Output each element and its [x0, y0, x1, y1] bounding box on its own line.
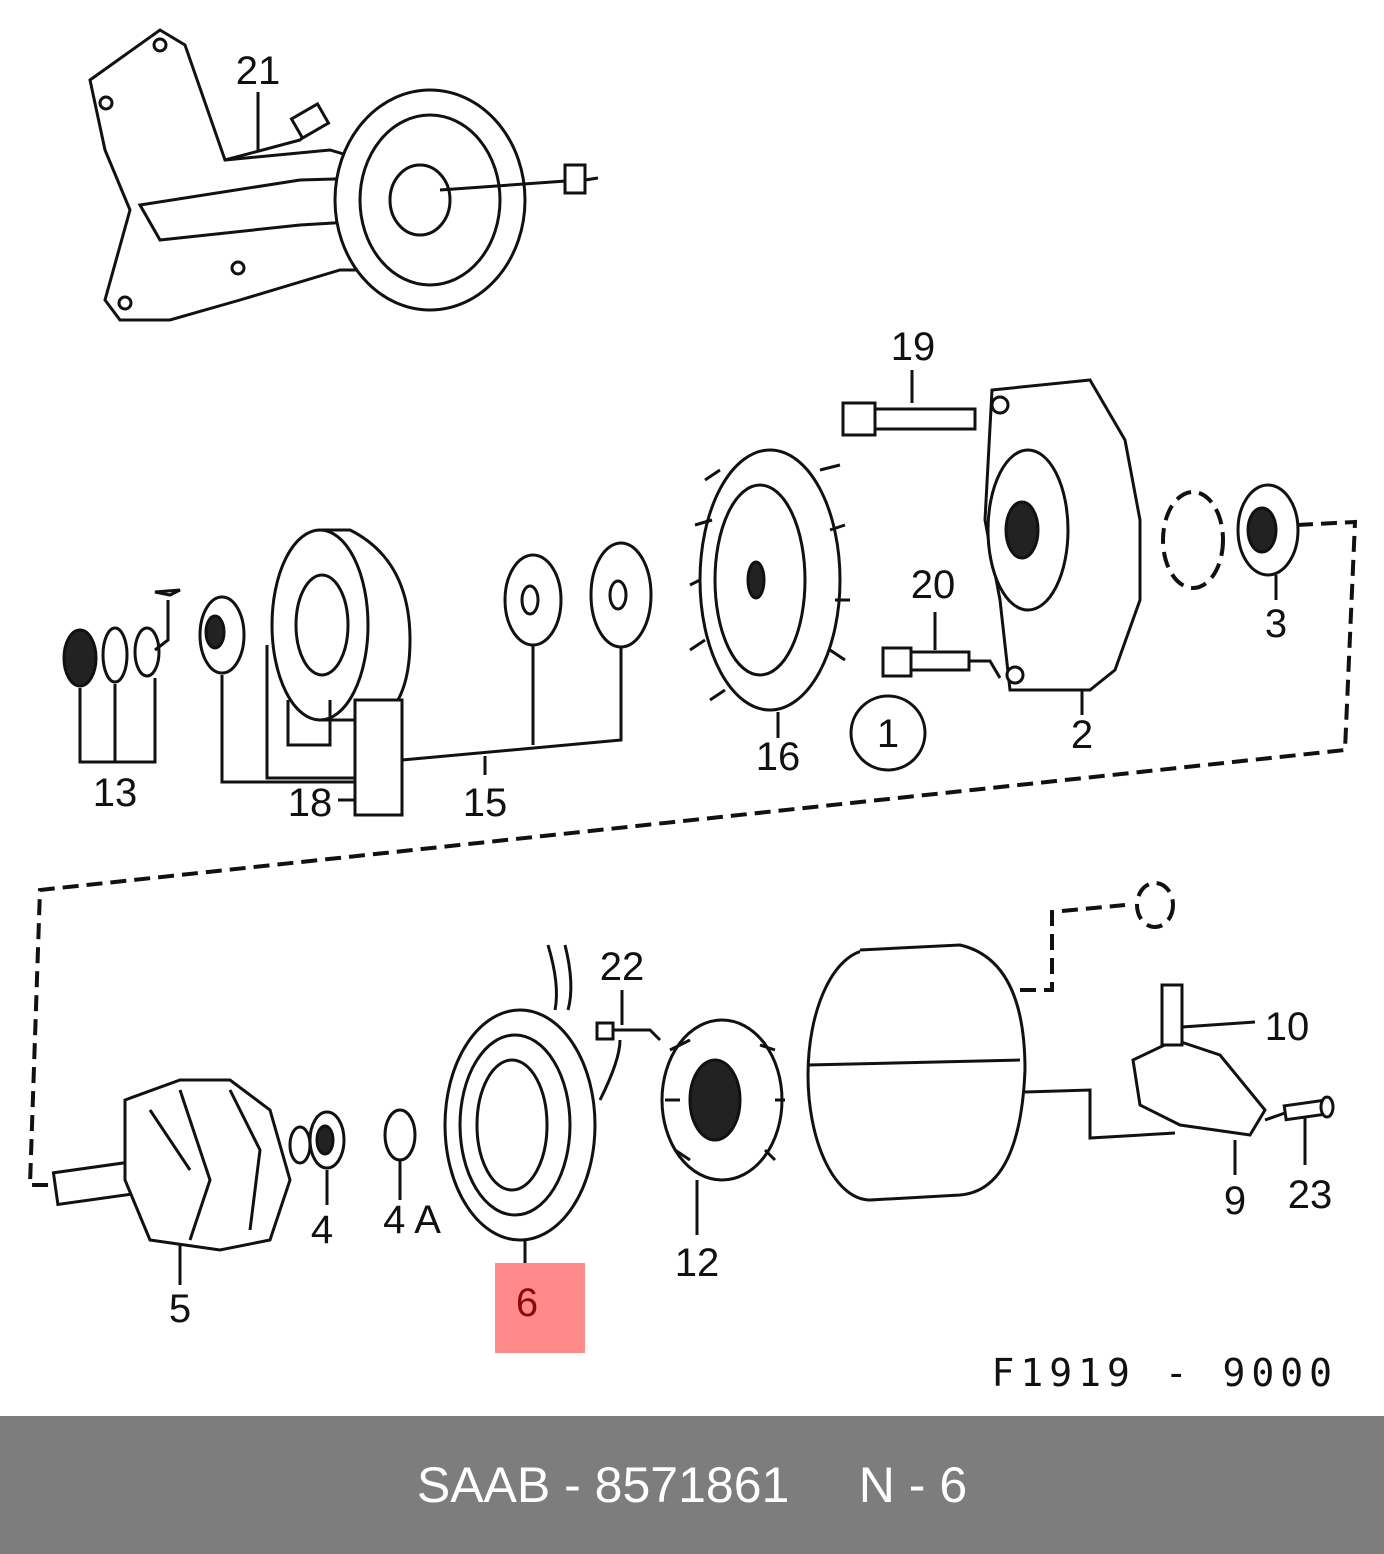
part-4-bearing [308, 1110, 346, 1205]
part-6-stator [443, 944, 622, 1265]
label-19: 19 [891, 325, 936, 369]
figure-reference: F1919 - 9000 [991, 1351, 1338, 1395]
label-15: 15 [463, 781, 508, 825]
label-10: 10 [1265, 1005, 1310, 1049]
label-4a: 4 A [383, 1198, 441, 1242]
part-13-nut-washers [62, 588, 181, 764]
label-1: 1 [877, 712, 899, 756]
label-2: 2 [1071, 713, 1093, 757]
label-23: 23 [1288, 1173, 1333, 1217]
label-4: 4 [311, 1208, 333, 1252]
label-9: 9 [1224, 1179, 1246, 1223]
part-18-pulley-belt [198, 528, 412, 817]
label-16: 16 [756, 735, 801, 779]
label-5: 5 [169, 1287, 191, 1331]
label-21: 21 [236, 49, 281, 93]
part-19-bolt [841, 370, 977, 437]
part-12-rectifier [660, 1018, 785, 1235]
part-20-bolt [881, 612, 1002, 679]
label-12: 12 [675, 1241, 720, 1285]
label-3: 3 [1265, 602, 1287, 646]
part-16-fan [689, 448, 850, 738]
part-9-regulator [1131, 983, 1267, 1175]
part-22-screw [595, 990, 662, 1042]
label-6-highlighted: 6 [516, 1281, 538, 1325]
label-20: 20 [911, 563, 956, 607]
exploded-parts-diagram: 21 19 20 13 18 15 16 1 2 3 22 10 23 9 12… [27, 28, 1358, 1395]
part-23-screw [1264, 1095, 1335, 1165]
part-21-bracket [88, 28, 599, 322]
label-22: 22 [600, 945, 645, 989]
dashed-assembly-line [27, 519, 1358, 1187]
footer-bar: SAAB - 8571861 N - 6 [0, 1416, 1384, 1554]
footer-part-number: SAAB - 8571861 N - 6 [416, 1457, 968, 1513]
highlight-box [495, 1263, 585, 1353]
part-gasket-ring [1161, 490, 1225, 590]
label-13: 13 [93, 771, 138, 815]
label-18: 18 [288, 781, 333, 825]
part-1-callout [849, 694, 927, 772]
part-housing-shell [806, 881, 1176, 1202]
part-15-washers [401, 541, 653, 775]
part-3-bearing [1236, 483, 1300, 600]
part-2-end-housing [983, 378, 1142, 715]
part-4a-oring [383, 1108, 417, 1200]
part-5-rotor [51, 1078, 312, 1285]
